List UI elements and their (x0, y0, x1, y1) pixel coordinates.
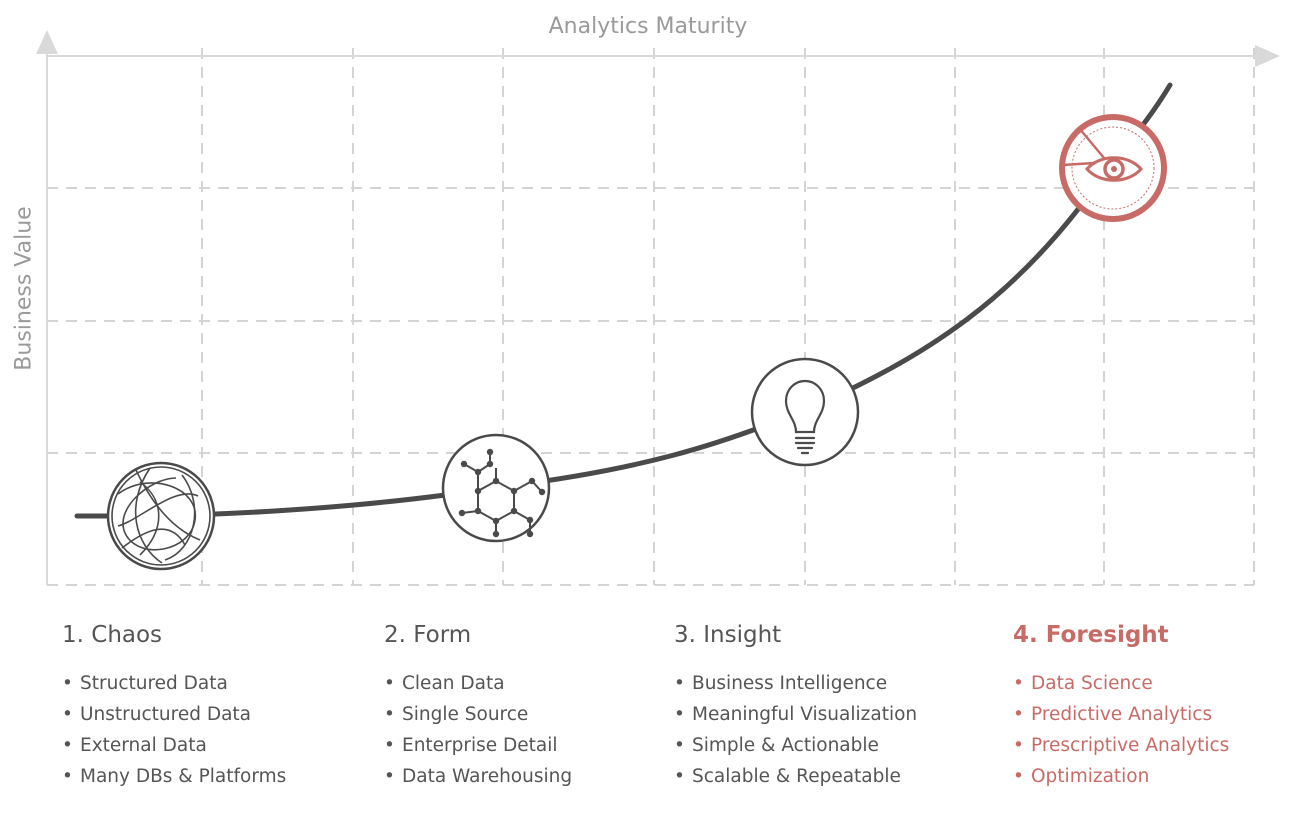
list-item: •Data Warehousing (384, 766, 573, 787)
growth-curve (74, 82, 1173, 519)
list-item-label: Single Source (402, 704, 529, 725)
stage-foresight: 4. Foresight •Data Science •Predictive A… (1013, 622, 1293, 792)
list-item-label: Enterprise Detail (402, 735, 558, 756)
list-item: •Many DBs & Platforms (62, 766, 287, 787)
list-item: •Optimization (1013, 766, 1150, 787)
list-item: •Structured Data (62, 673, 228, 694)
y-axis-arrow (36, 30, 58, 54)
stage-bullet-list: •Structured Data •Unstructured Data •Ext… (62, 668, 332, 792)
stage-title: 3. Insight (674, 622, 782, 648)
list-item-label: Data Warehousing (402, 766, 573, 787)
list-item: •Business Intelligence (674, 673, 888, 694)
grid (47, 48, 1255, 586)
list-item: •Simple & Actionable (674, 735, 879, 756)
list-item-label: Data Science (1031, 673, 1153, 694)
stage-insight: 3. Insight •Business Intelligence •Meani… (674, 622, 944, 792)
list-item: •Data Science (1013, 673, 1153, 694)
list-item-label: External Data (80, 735, 207, 756)
list-item: •Predictive Analytics (1013, 704, 1213, 725)
stage-title: 2. Form (384, 622, 472, 648)
list-item: •Clean Data (384, 673, 505, 694)
stage-form: 2. Form •Clean Data •Single Source •Ente… (384, 622, 654, 792)
list-item-label: Simple & Actionable (692, 735, 879, 756)
list-item-label: Scalable & Repeatable (692, 766, 901, 787)
list-item: •Meaningful Visualization (674, 704, 918, 725)
list-item-label: Business Intelligence (692, 673, 888, 694)
stage-bullet-list: •Clean Data •Single Source •Enterprise D… (384, 668, 654, 792)
list-item-label: Prescriptive Analytics (1031, 735, 1230, 756)
stage-bullet-list: •Data Science •Predictive Analytics •Pre… (1013, 668, 1293, 792)
list-item-label: Structured Data (80, 673, 228, 694)
list-item-label: Unstructured Data (80, 704, 252, 725)
tangled-sphere-icon (106, 461, 216, 571)
stage-title: 4. Foresight (1013, 622, 1169, 648)
list-item: •Unstructured Data (62, 704, 252, 725)
molecule-icon (441, 433, 551, 543)
stage-chaos: 1. Chaos •Structured Data •Unstructured … (62, 622, 332, 792)
list-item: •External Data (62, 735, 207, 756)
list-item-label: Many DBs & Platforms (80, 766, 287, 787)
lightbulb-icon (750, 357, 860, 467)
stage-bullet-list: •Business Intelligence •Meaningful Visua… (674, 668, 944, 792)
list-item-label: Clean Data (402, 673, 505, 694)
x-axis-title: Analytics Maturity (548, 14, 748, 39)
list-item-label: Meaningful Visualization (692, 704, 918, 725)
axes (36, 30, 1280, 585)
eye-icon (1059, 114, 1167, 222)
list-item: •Scalable & Repeatable (674, 766, 901, 787)
list-item: •Prescriptive Analytics (1013, 735, 1230, 756)
list-item: •Enterprise Detail (384, 735, 558, 756)
y-axis-title: Business Value (11, 206, 37, 371)
x-axis-arrow (1255, 45, 1280, 67)
list-item-label: Predictive Analytics (1031, 704, 1213, 725)
list-item-label: Optimization (1031, 766, 1150, 787)
list-item: •Single Source (384, 704, 529, 725)
stage-title: 1. Chaos (62, 622, 163, 648)
